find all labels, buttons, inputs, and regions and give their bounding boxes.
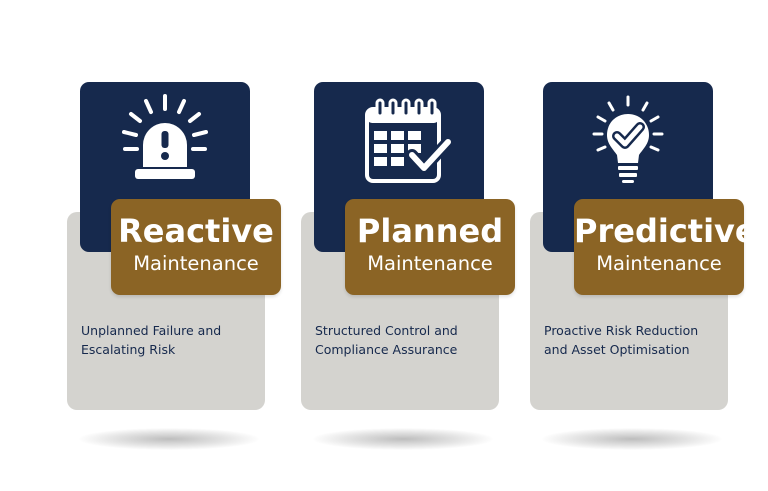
- card-shadow: [313, 428, 493, 450]
- card-shadow: [79, 428, 259, 450]
- predictive-card: Predictive Maintenance Proactive Risk Re…: [530, 82, 757, 452]
- card-title: Reactive: [118, 212, 274, 250]
- planned-card: Planned Maintenance Structured Control a…: [301, 82, 516, 452]
- card-description: Structured Control and Compliance Assura…: [315, 323, 458, 357]
- card-shadow: [542, 428, 722, 450]
- card-description: Proactive Risk Reduction and Asset Optim…: [544, 323, 699, 357]
- card-title: Predictive: [574, 212, 757, 250]
- card-subtitle: Maintenance: [596, 252, 722, 275]
- card-subtitle: Maintenance: [367, 252, 493, 275]
- card-title-box: Reactive Maintenance: [111, 199, 281, 295]
- card-title-box: Predictive Maintenance: [574, 199, 757, 295]
- card-subtitle: Maintenance: [133, 252, 259, 275]
- reactive-card: Reactive Maintenance Unplanned Failure a…: [67, 82, 282, 452]
- card-description: Unplanned Failure and Escalating Risk: [81, 323, 222, 357]
- lightbulb-check-icon: [592, 95, 664, 183]
- card-title: Planned: [356, 212, 504, 250]
- card-title-box: Planned Maintenance: [345, 199, 515, 295]
- calendar-check-icon: [365, 98, 454, 183]
- alarm-beacon-icon: [122, 94, 208, 179]
